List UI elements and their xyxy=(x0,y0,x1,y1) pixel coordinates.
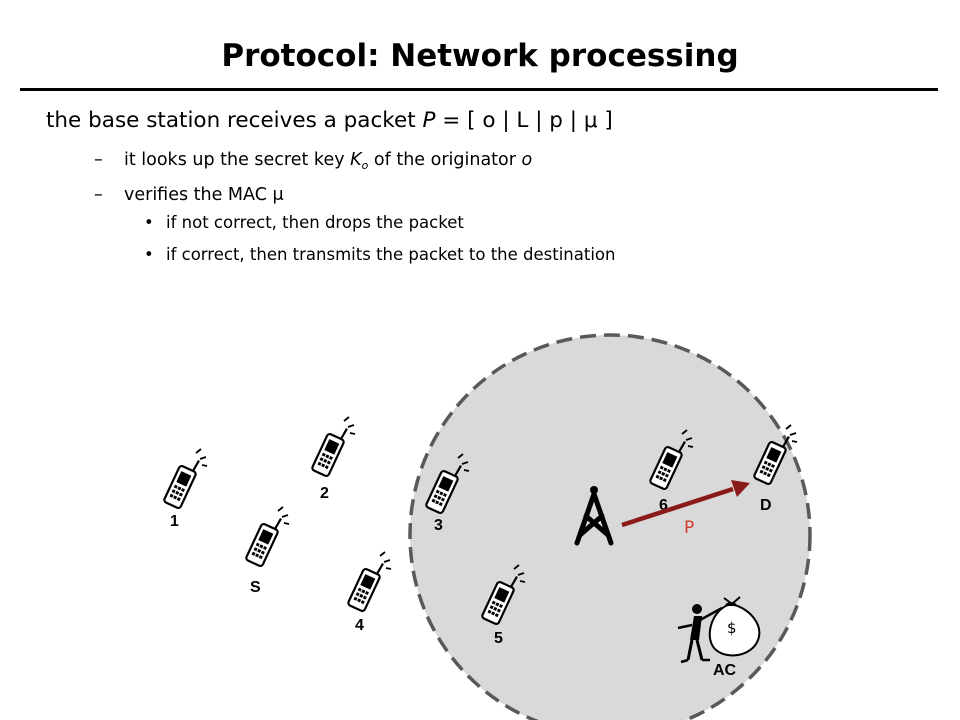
mobile-phone-icon xyxy=(244,505,291,569)
bullet-main: the base station receives a packet P = [… xyxy=(46,108,613,133)
key-symbol: K xyxy=(350,150,362,170)
verify-text: verifies the MAC μ xyxy=(124,185,284,205)
node-label-2: 2 xyxy=(320,485,329,502)
mobile-phone-icon xyxy=(310,415,357,479)
mobile-phone-icon xyxy=(346,550,393,614)
person-with-money-bag-icon: $ xyxy=(677,596,761,664)
packet-definition: = [ o | L | p | μ ] xyxy=(435,108,613,133)
lookup-text-pre: it looks up the secret key xyxy=(124,150,351,170)
dash-marker: – xyxy=(94,150,103,170)
node-label-s: S xyxy=(250,579,261,596)
node-label-4: 4 xyxy=(355,617,364,634)
packet-variable: P xyxy=(422,108,436,133)
drop-text: if not correct, then drops the packet xyxy=(166,213,464,232)
packet-arrow-label: P xyxy=(684,518,694,538)
packet-arrow xyxy=(621,480,750,528)
sub-bullet-verify: – verifies the MAC μ xyxy=(94,185,284,205)
antenna-tower-icon xyxy=(574,486,614,546)
accounting-center-label: AC xyxy=(713,662,737,679)
transmit-text: if correct, then transmits the packet to… xyxy=(166,245,616,264)
dash-marker: – xyxy=(94,185,103,205)
key-subscript: o xyxy=(361,159,369,172)
node-label-6: 6 xyxy=(659,497,668,514)
mobile-phone-icon xyxy=(162,447,209,511)
slide-title: Protocol: Network processing xyxy=(221,38,739,74)
originator-symbol: o xyxy=(521,150,533,170)
money-bag-symbol: $ xyxy=(727,619,737,637)
sub-sub-bullet-transmit: • if correct, then transmits the packet … xyxy=(144,245,616,264)
node-label-5: 5 xyxy=(494,630,503,647)
bullet-dot: • xyxy=(144,213,154,232)
node-label-d: D xyxy=(760,497,772,514)
node-label-1: 1 xyxy=(170,513,179,530)
lookup-text-mid: of the originator xyxy=(368,150,522,170)
sub-sub-bullet-drop: • if not correct, then drops the packet xyxy=(144,213,464,232)
bullet-main-text: the base station receives a packet xyxy=(46,108,423,133)
sub-bullet-lookup: – it looks up the secret key Ko of the o… xyxy=(94,150,533,172)
title-underline xyxy=(20,88,938,91)
base-station-coverage-area xyxy=(408,333,812,720)
node-label-3: 3 xyxy=(434,517,443,534)
bullet-dot: • xyxy=(144,245,154,264)
